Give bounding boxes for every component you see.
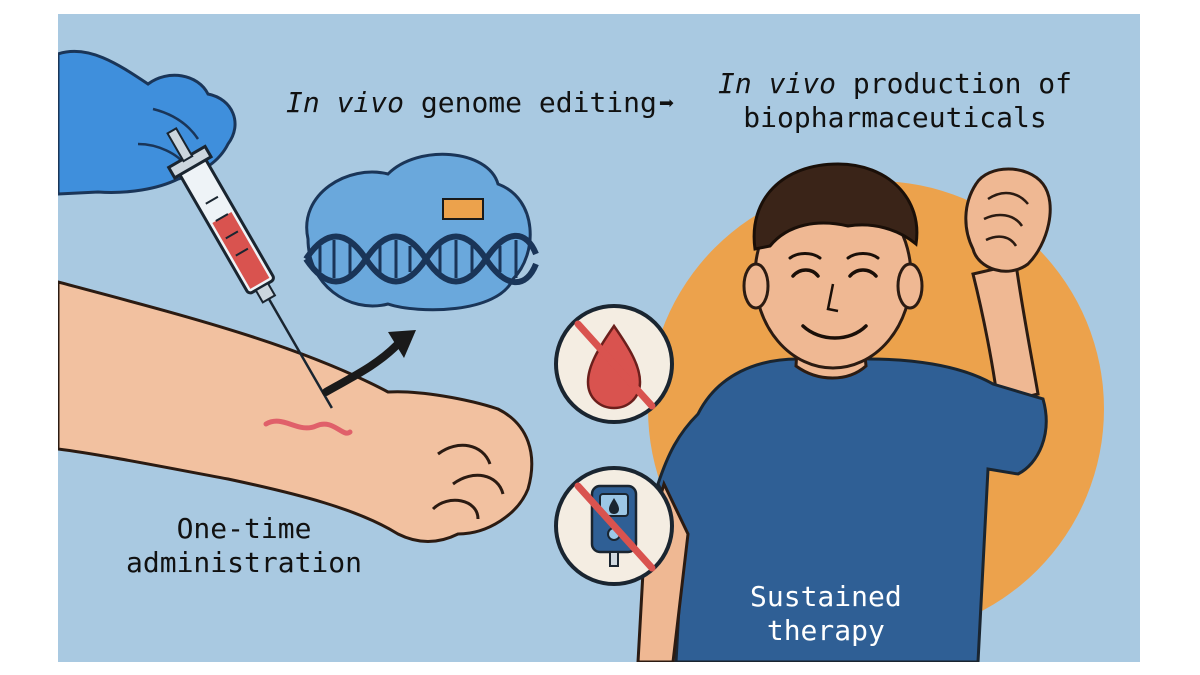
- caption-right-line2: therapy: [766, 613, 885, 647]
- right-title-line1-rest: production of: [836, 67, 1073, 100]
- no-blood-icon: [554, 304, 674, 424]
- dna-icon: [303, 232, 539, 286]
- happy-man: [636, 162, 1052, 662]
- curved-arrow-icon: [322, 330, 416, 396]
- right-title-line2: biopharmaceuticals: [743, 100, 1047, 134]
- right-title-line1: In vivo production of: [718, 67, 1072, 101]
- cell-icon: [305, 152, 532, 312]
- caption-sustained-therapy: Sustained therapy: [750, 580, 902, 647]
- illustration-panel: In vivo genome editing➡ In vivo producti…: [58, 14, 1140, 662]
- caption-right-line1: Sustained: [750, 580, 902, 613]
- patient-arm: [58, 280, 534, 543]
- left-title-italic: In vivo: [286, 86, 405, 119]
- caption-one-time-administration: One-time administration: [126, 512, 362, 579]
- right-arrow-icon: ➡: [658, 89, 675, 119]
- left-title: In vivo genome editing➡: [286, 86, 675, 120]
- caption-left-line2: administration: [126, 545, 363, 579]
- left-title-rest: genome editing: [404, 86, 657, 119]
- caption-left-line1: One-time: [176, 512, 312, 545]
- right-title-italic: In vivo: [718, 67, 837, 100]
- no-glucose-meter-icon: [554, 466, 674, 586]
- syringe-icon: [166, 127, 333, 409]
- right-title: In vivo production of biopharmaceuticals: [718, 67, 1072, 134]
- illustration-artwork: [58, 49, 1104, 662]
